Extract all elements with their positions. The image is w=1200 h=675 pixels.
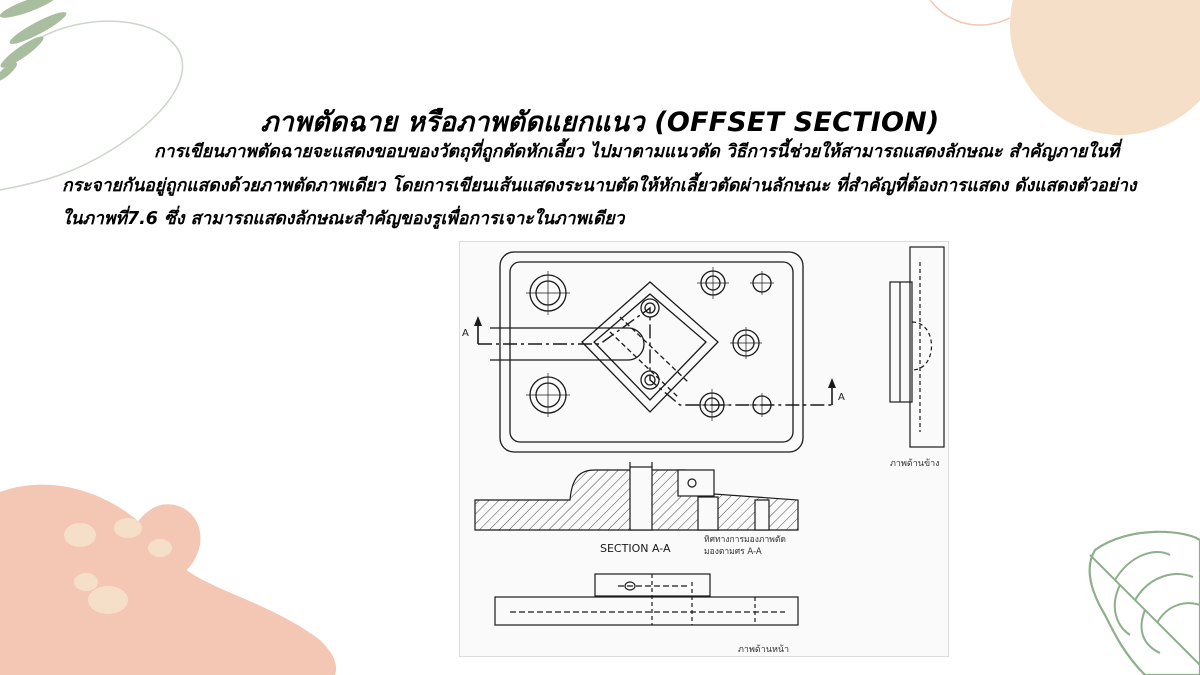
section-label: SECTION A-A	[600, 542, 671, 555]
cutting-plane-label-left: A	[462, 328, 469, 339]
decor-leaf-bottom-right	[1088, 530, 1200, 675]
cutting-plane-label-right: A	[838, 392, 845, 403]
slide-title: ภาพตัดฉาย หรือภาพตัดแยกแนว (OFFSET SECTI…	[260, 107, 940, 139]
section-a-a-view	[474, 462, 799, 531]
drawing-svg: A A ภาพด้านข้าง SECTION A-A ทิศทางการมอง…	[462, 246, 945, 655]
side-view	[889, 246, 945, 448]
offset-section-drawing: A A ภาพด้านข้าง SECTION A-A ทิศทางการมอง…	[459, 241, 949, 657]
front-view-label: ภาพด้านหน้า	[738, 644, 789, 655]
decor-bottom-left	[0, 484, 337, 675]
side-view-label: ภาพด้านข้าง	[890, 458, 940, 469]
body-paragraph: การเขียนภาพตัดฉายจะแสดงขอบของวัตถุที่ถูก…	[62, 136, 1142, 237]
viewing-note-line1: ทิศทางการมองภาพตัด	[704, 535, 786, 545]
viewing-note-line2: มองตามศร A-A	[704, 547, 762, 557]
front-view	[494, 573, 799, 626]
top-view	[490, 251, 804, 453]
decor-top-left	[0, 0, 184, 191]
decor-top-right	[929, 0, 1200, 135]
paragraph-text: การเขียนภาพตัดฉายจะแสดงขอบของวัตถุที่ถูก…	[62, 142, 1137, 229]
